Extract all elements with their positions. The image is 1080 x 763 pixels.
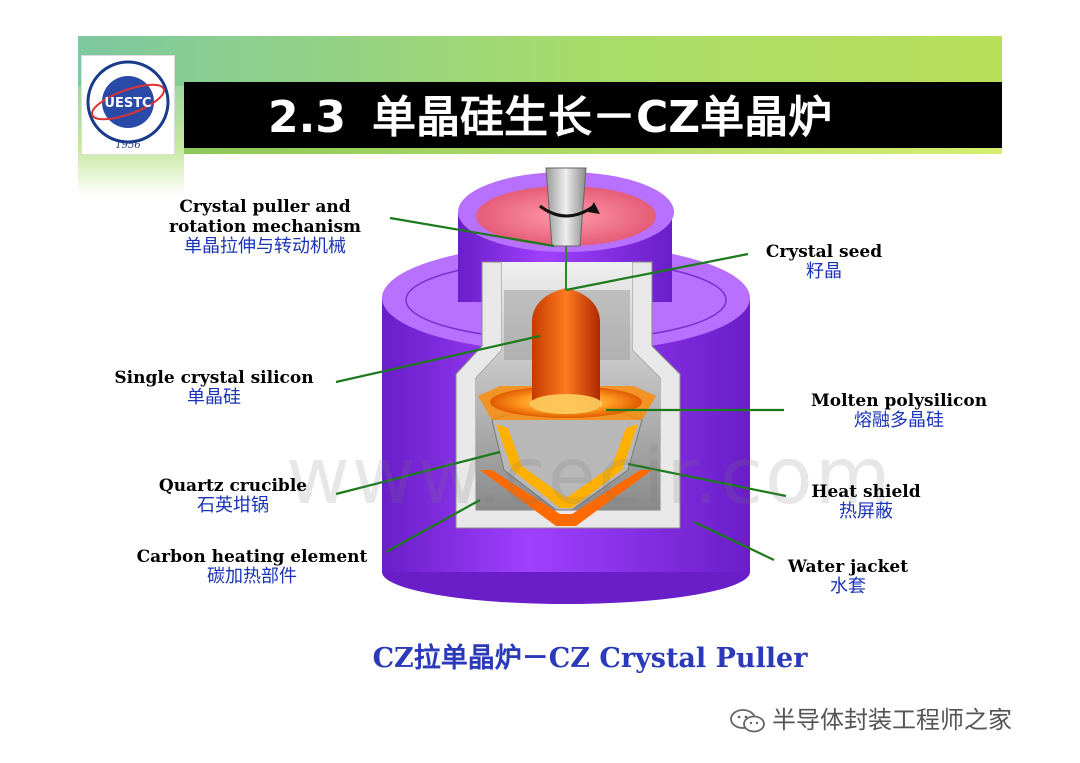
- leader-water-jacket: [693, 521, 775, 561]
- label-zh: 籽晶: [806, 261, 842, 282]
- header-title-bar: [184, 82, 1002, 148]
- label-zh: 单晶硅: [187, 387, 241, 408]
- uestc-seal-icon: UESTC 1956: [86, 60, 170, 151]
- header-accent-stripe: [184, 148, 1002, 154]
- leader-heat-shield: [627, 462, 787, 498]
- label-en: Carbon heating element: [136, 547, 368, 567]
- leader-crystal-seed: [565, 252, 749, 292]
- leader-lines: [335, 216, 787, 561]
- leader-crystal-puller: [389, 216, 555, 248]
- label-crystal-puller: Crystal puller and rotation mechanism 单晶…: [160, 197, 370, 257]
- label-molten-polysilicon: Molten polysilicon 熔融多晶硅: [802, 391, 996, 431]
- label-en: Crystal puller and rotation mechanism: [169, 197, 361, 237]
- leader-single-crystal: [335, 334, 541, 384]
- label-quartz-crucible: Quartz crucible 石英坩锅: [150, 476, 316, 516]
- figure-caption: CZ拉单晶炉－CZ Crystal Puller: [372, 643, 808, 674]
- crucible-assembly: [478, 386, 656, 526]
- leader-carbon-heating: [385, 499, 481, 553]
- footer-watermark: 半导体封装工程师之家: [728, 700, 1012, 735]
- label-crystal-seed: Crystal seed 籽晶: [756, 242, 892, 282]
- silicon-ingot: [530, 288, 602, 414]
- label-zh: 石英坩锅: [197, 495, 269, 516]
- section-number: 2.3: [268, 92, 346, 143]
- title-text: 单晶硅生长－CZ单晶炉: [371, 92, 833, 143]
- wechat-icon: [730, 709, 765, 733]
- watermark-text: 半导体封装工程师之家: [772, 706, 1012, 734]
- leader-quartz-crucible: [335, 450, 501, 496]
- logo-letters: UESTC: [104, 96, 151, 111]
- label-zh: 热屏蔽: [839, 501, 893, 522]
- page-title: 2.3 单晶硅生长－CZ单晶炉: [268, 88, 832, 148]
- background-watermark: www.cecir.com: [286, 432, 893, 522]
- label-en: Quartz crucible: [158, 476, 308, 496]
- label-en: Single crystal silicon: [114, 368, 314, 388]
- label-en: Heat shield: [811, 482, 921, 502]
- label-water-jacket: Water jacket 水套: [780, 557, 916, 597]
- label-zh: 熔融多晶硅: [854, 410, 944, 431]
- label-carbon-heating-element: Carbon heating element 碳加热部件: [128, 547, 376, 587]
- label-zh: 水套: [830, 576, 866, 597]
- label-heat-shield: Heat shield 热屏蔽: [804, 482, 928, 522]
- logo-year: 1956: [115, 140, 141, 151]
- university-logo: UESTC 1956: [82, 56, 174, 154]
- header-green-band: [78, 36, 1002, 86]
- puller-shaft: [539, 167, 600, 290]
- label-en: Crystal seed: [765, 242, 883, 262]
- label-zh: 碳加热部件: [207, 566, 297, 587]
- label-single-crystal-silicon: Single crystal silicon 单晶硅: [108, 368, 320, 408]
- label-en: Water jacket: [787, 557, 909, 577]
- label-zh: 单晶拉伸与转动机械: [184, 236, 346, 257]
- label-en: Molten polysilicon: [810, 391, 988, 411]
